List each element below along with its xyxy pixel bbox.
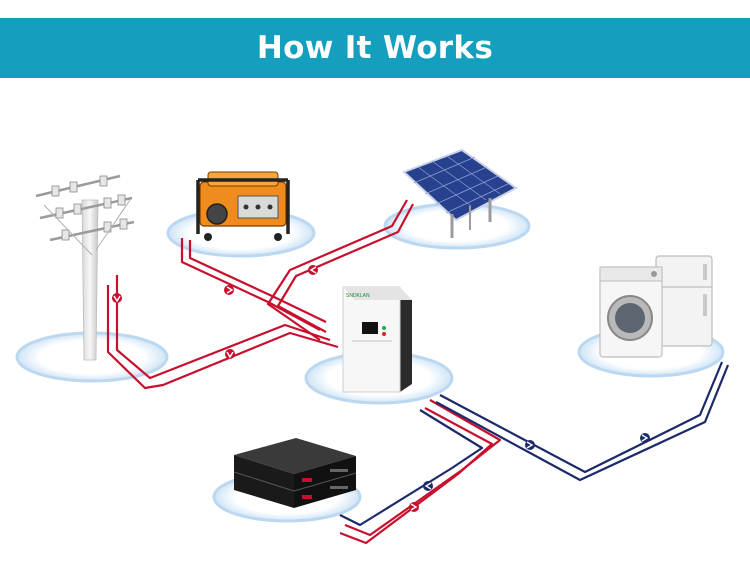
header-banner: How It Works — [0, 18, 750, 78]
flow-marker — [640, 433, 650, 443]
load-line — [439, 361, 724, 474]
wiring — [106, 199, 730, 545]
battery-line-positive — [344, 399, 502, 537]
battery-rack-icon — [233, 438, 357, 508]
generator-icon — [196, 171, 290, 241]
grid-line — [115, 275, 331, 380]
inverter-icon: SNDKLAN — [342, 286, 412, 393]
flow-marker — [525, 440, 535, 450]
flow-marker — [308, 265, 318, 275]
utility-pole-icon — [35, 174, 135, 361]
load-line-2 — [435, 364, 730, 482]
page-title: How It Works — [256, 30, 494, 66]
washing-machine-and-fridge-icon — [599, 255, 713, 358]
solar-line-return — [276, 203, 414, 333]
flow-marker — [409, 502, 419, 512]
flow-marker — [423, 481, 433, 491]
solar-panel-icon — [402, 148, 518, 238]
flow-marker — [225, 349, 235, 359]
generator-line — [180, 238, 321, 331]
battery-line-positive-2 — [339, 407, 494, 545]
inverter-brand: SNDKLAN — [346, 293, 370, 299]
flow-markers — [112, 265, 650, 512]
generator-line-return — [188, 240, 327, 323]
flow-marker — [112, 293, 122, 303]
grid-line-return — [106, 285, 339, 390]
solar-line — [266, 199, 408, 341]
battery-line-negative — [339, 409, 484, 527]
flow-marker — [224, 285, 234, 295]
